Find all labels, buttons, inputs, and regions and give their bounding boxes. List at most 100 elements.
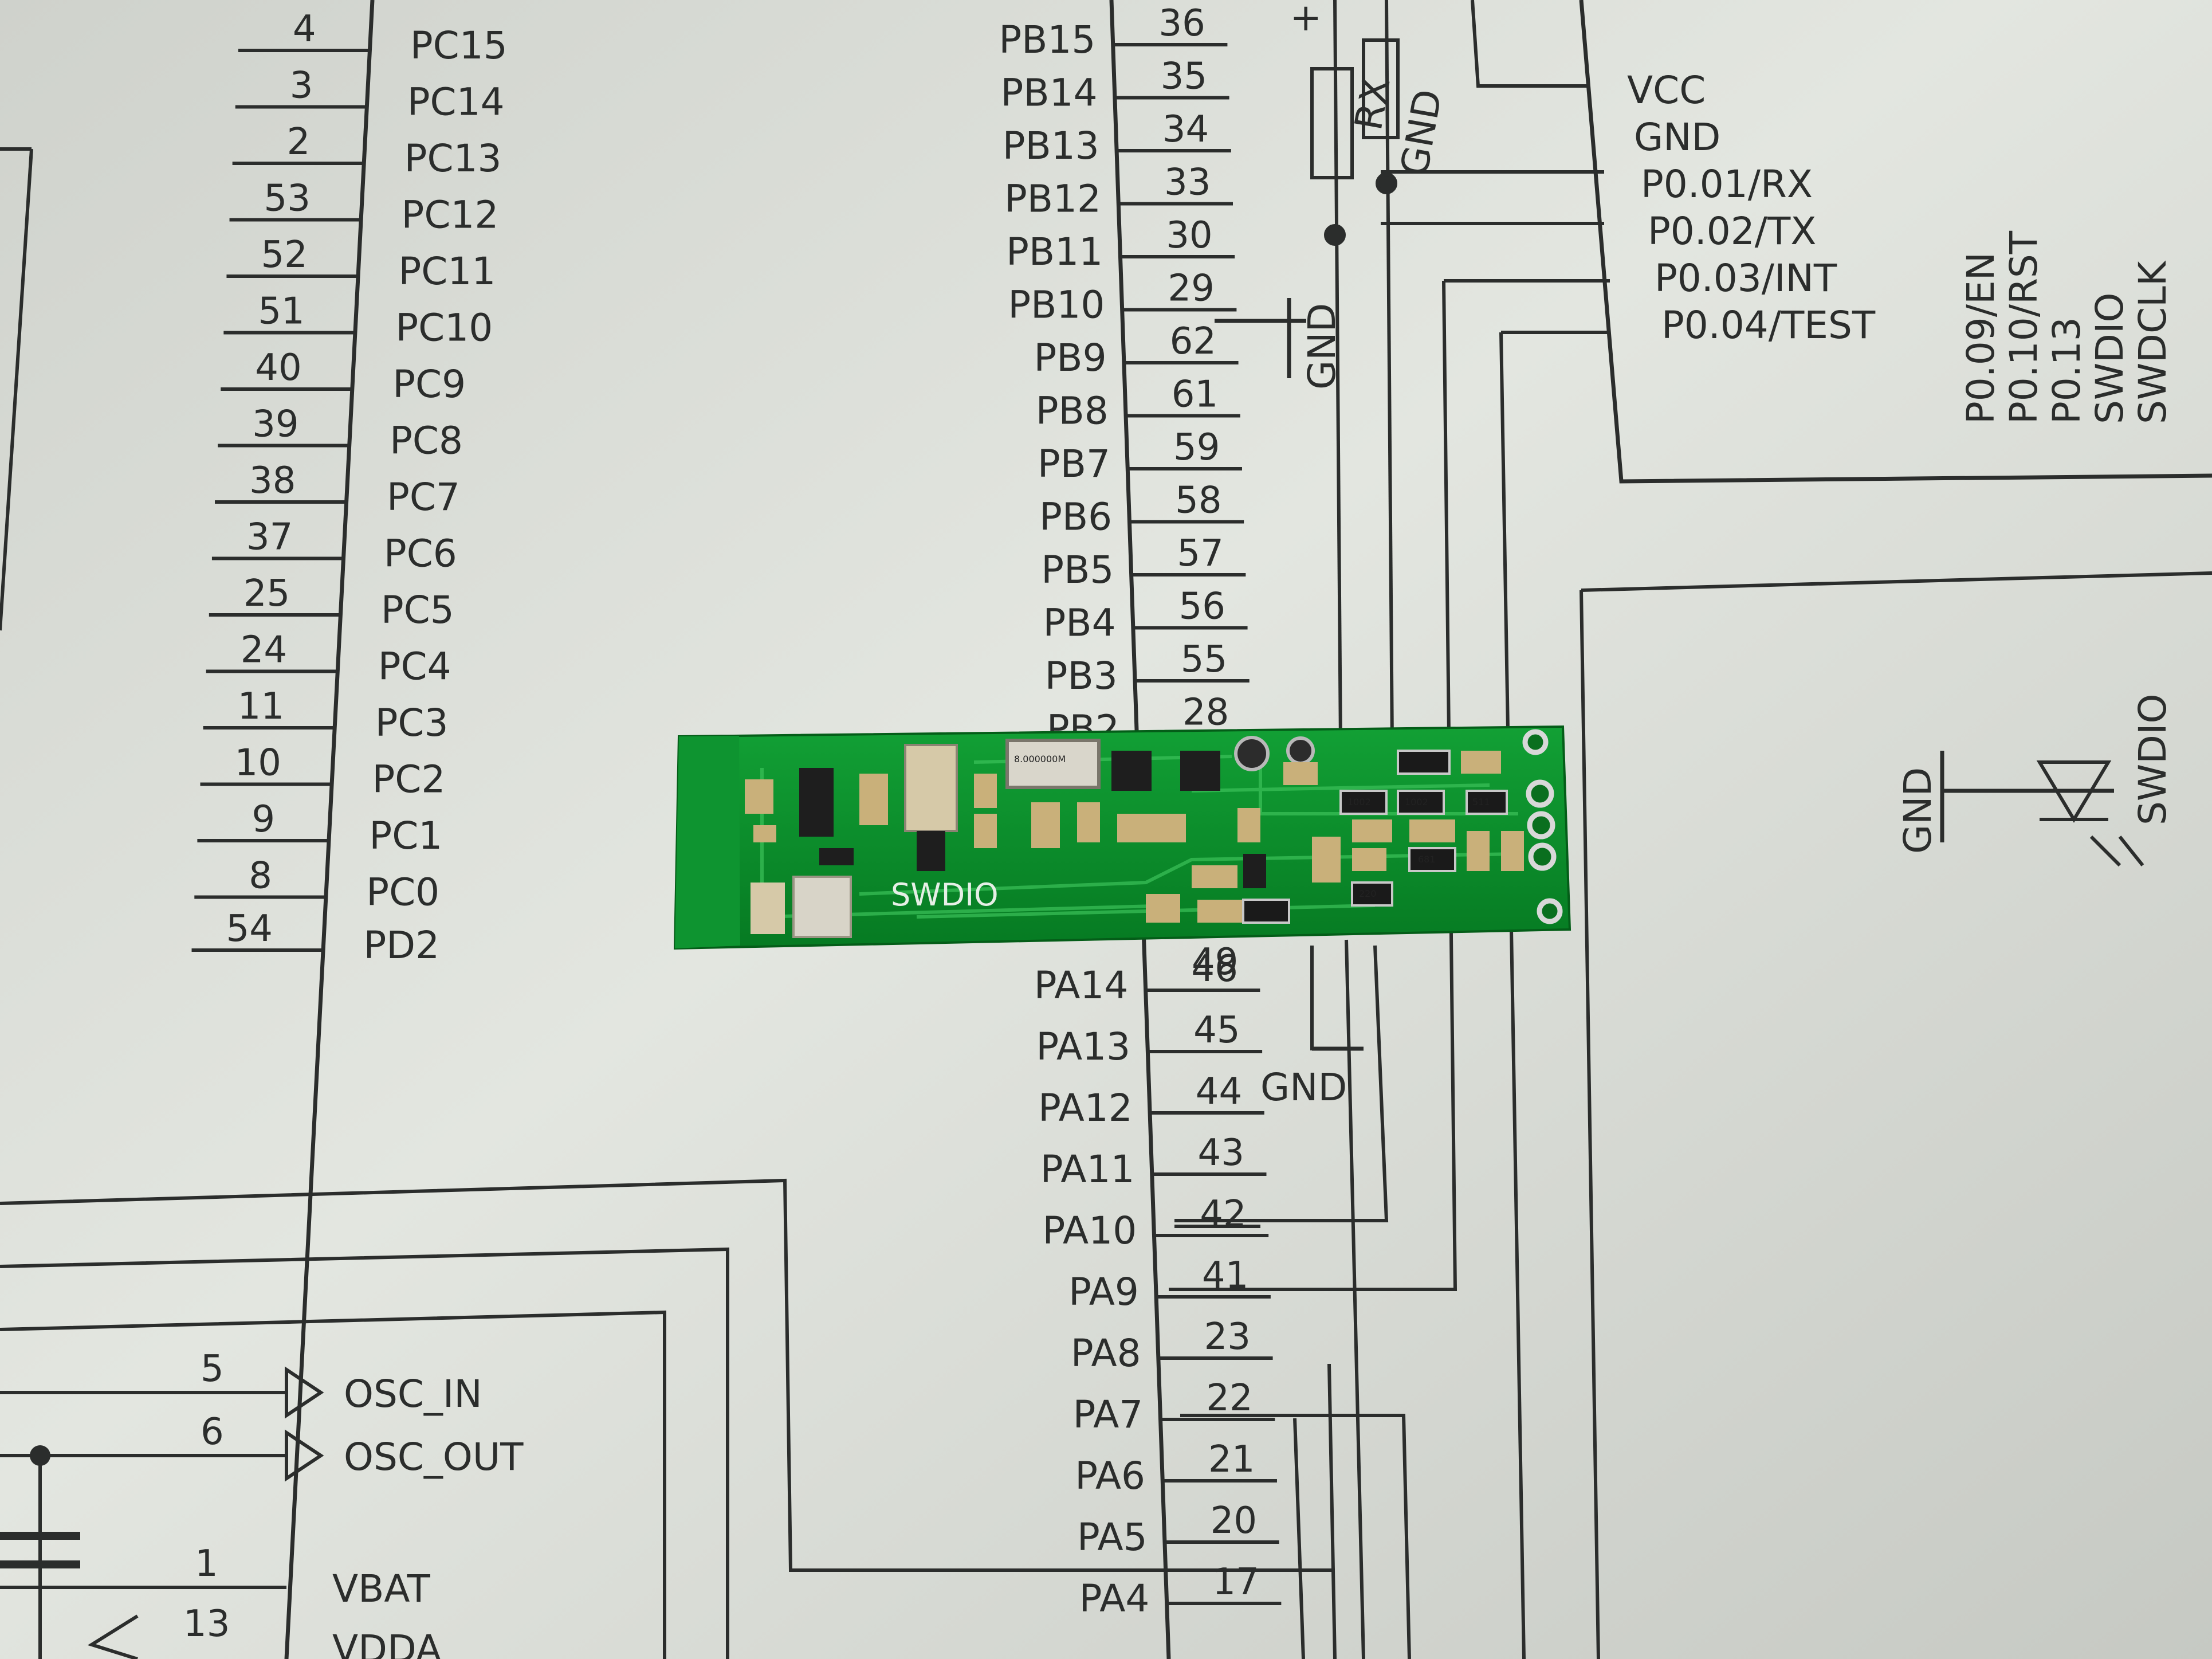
- right-pin-name: PA12: [1038, 1086, 1133, 1130]
- led-icon: [2036, 760, 2144, 867]
- left-pin-number: 38: [249, 460, 296, 502]
- right-pin-number: 57: [1177, 532, 1223, 575]
- left-pin-number: 24: [241, 629, 287, 672]
- resistor-symbol: [1310, 38, 1400, 246]
- left-pin-name: PC1: [369, 814, 442, 858]
- right-pin-name: PA4: [1079, 1576, 1150, 1621]
- left-pin-number: 52: [261, 234, 307, 276]
- power-pin-number: 13: [183, 1603, 230, 1645]
- right-pin-name: PB13: [1003, 124, 1099, 168]
- module-bottom-pin: P0.09/EN: [1959, 252, 2003, 424]
- right-pin-name: PA7: [1073, 1393, 1144, 1437]
- right-pin-name: PA8: [1071, 1331, 1141, 1375]
- left-pin-number: 2: [287, 121, 311, 163]
- right-pin-number: 58: [1175, 480, 1221, 522]
- left-pin-number: 10: [235, 742, 281, 785]
- osc-pin-name: OSC_OUT: [344, 1435, 524, 1479]
- left-pin-name: PD2: [364, 923, 440, 967]
- osc-pin-name: OSC_IN: [344, 1372, 482, 1416]
- swdio-side-label: SWDIO: [2131, 694, 2175, 825]
- pcb-module: 8.000000M 1002 1002 511: [673, 725, 1571, 950]
- module-pin-name: P0.01/RX: [1641, 162, 1813, 206]
- left-pin-name: PC10: [395, 306, 493, 350]
- module-pin-name: P0.04/TEST: [1661, 303, 1876, 347]
- left-pin-number: 3: [290, 65, 313, 107]
- left-pin-name: PC12: [402, 193, 499, 237]
- right-pin-number: 35: [1161, 56, 1207, 98]
- gnd-label-2: GND: [1260, 1065, 1347, 1109]
- right-pin-name: PA6: [1075, 1454, 1145, 1498]
- right-pin-name: PB3: [1045, 654, 1118, 698]
- module-pin-name: P0.02/TX: [1648, 209, 1817, 253]
- right-pin-number: 21: [1208, 1438, 1255, 1481]
- right-pin-name: PB15: [999, 18, 1095, 62]
- right-pin-name: PA11: [1040, 1147, 1135, 1191]
- resistor-1002-a: 1002: [1347, 797, 1371, 807]
- left-pin-number: 4: [293, 8, 316, 50]
- right-pin-number: 17: [1212, 1561, 1259, 1603]
- power-pin-name: VDDA: [332, 1627, 442, 1659]
- wires: [1048, 0, 2212, 1659]
- osc-pin-number: 6: [201, 1411, 224, 1453]
- right-pin-number: 34: [1162, 108, 1209, 151]
- right-pin-name: PA13: [1036, 1025, 1130, 1069]
- right-pin-number: 46: [1191, 948, 1237, 990]
- left-pin-name: PC14: [407, 80, 505, 124]
- left-pin-lines: [191, 49, 370, 952]
- right-pin-name: PB11: [1006, 230, 1103, 274]
- right-pin-number: 44: [1196, 1070, 1242, 1113]
- right-pin-number: 22: [1206, 1377, 1252, 1419]
- right-pin-name: PB5: [1041, 548, 1114, 592]
- right-pin-name: PB4: [1043, 601, 1115, 645]
- gnd-label-3: GND: [1896, 767, 1940, 854]
- right-pin-name: PB9: [1034, 336, 1107, 380]
- junction-dot: [30, 1445, 50, 1466]
- resistor-220: 220: [1359, 888, 1377, 899]
- osc-wires: [0, 147, 1048, 1659]
- right-pin-name: PB8: [1036, 389, 1109, 433]
- power-pin-number: 1: [195, 1543, 218, 1585]
- left-pin-name: PC8: [390, 419, 463, 463]
- left-pin-number: 9: [252, 798, 275, 841]
- left-pin-name: PC5: [381, 588, 454, 632]
- right-pin-number: 20: [1211, 1500, 1257, 1542]
- module-bottom-pin: P0.13: [2045, 317, 2089, 424]
- right-pin-number: 45: [1193, 1009, 1240, 1052]
- right-pin-number: 61: [1172, 374, 1218, 416]
- module-bottom-pin: SWDCLK: [2131, 260, 2175, 424]
- left-pin-number: 53: [264, 178, 311, 220]
- right-pin-number: 43: [1198, 1132, 1244, 1174]
- left-pin-name: PC2: [372, 758, 446, 802]
- right-pin-name: PA14: [1034, 963, 1129, 1007]
- left-pin-name: PC4: [378, 645, 451, 689]
- left-pin-name: PC3: [375, 701, 449, 745]
- gnd-symbol-1: [1215, 298, 1306, 378]
- left-pin-number: 11: [238, 685, 284, 728]
- right-pin-number: 42: [1200, 1193, 1246, 1236]
- right-pin-number: 33: [1164, 162, 1211, 204]
- left-pin-name: PC15: [410, 23, 508, 68]
- right-pin-number: 30: [1166, 214, 1212, 257]
- left-pin-number: 54: [226, 908, 273, 950]
- module-pin-name: P0.03/INT: [1655, 256, 1837, 300]
- left-pin-number: 51: [258, 291, 304, 333]
- right-pin-lines: [1113, 43, 1282, 1605]
- right-pin-number-pa15: 49: [1192, 941, 1238, 983]
- left-pin-name: PC11: [398, 249, 496, 293]
- left-pin-number: 8: [249, 855, 272, 897]
- right-pin-number: 55: [1181, 638, 1227, 681]
- module-bottom-pin: SWDIO: [2088, 293, 2132, 424]
- right-pin-name: PB6: [1039, 495, 1112, 539]
- right-pin-number: 28: [1182, 692, 1229, 734]
- left-pin-name: PC7: [387, 475, 460, 519]
- resistor-511: 511: [1472, 797, 1490, 807]
- left-pin-number: 40: [255, 347, 301, 389]
- module-pin-group: VCCGNDP0.01/RXP0.02/TXP0.03/INTP0.04/TES…: [1627, 68, 1876, 347]
- module-pin-name: GND: [1634, 115, 1720, 159]
- right-pin-number: 59: [1173, 426, 1220, 469]
- left-pin-name: PC0: [366, 870, 439, 915]
- left-pin-number: 39: [252, 403, 298, 446]
